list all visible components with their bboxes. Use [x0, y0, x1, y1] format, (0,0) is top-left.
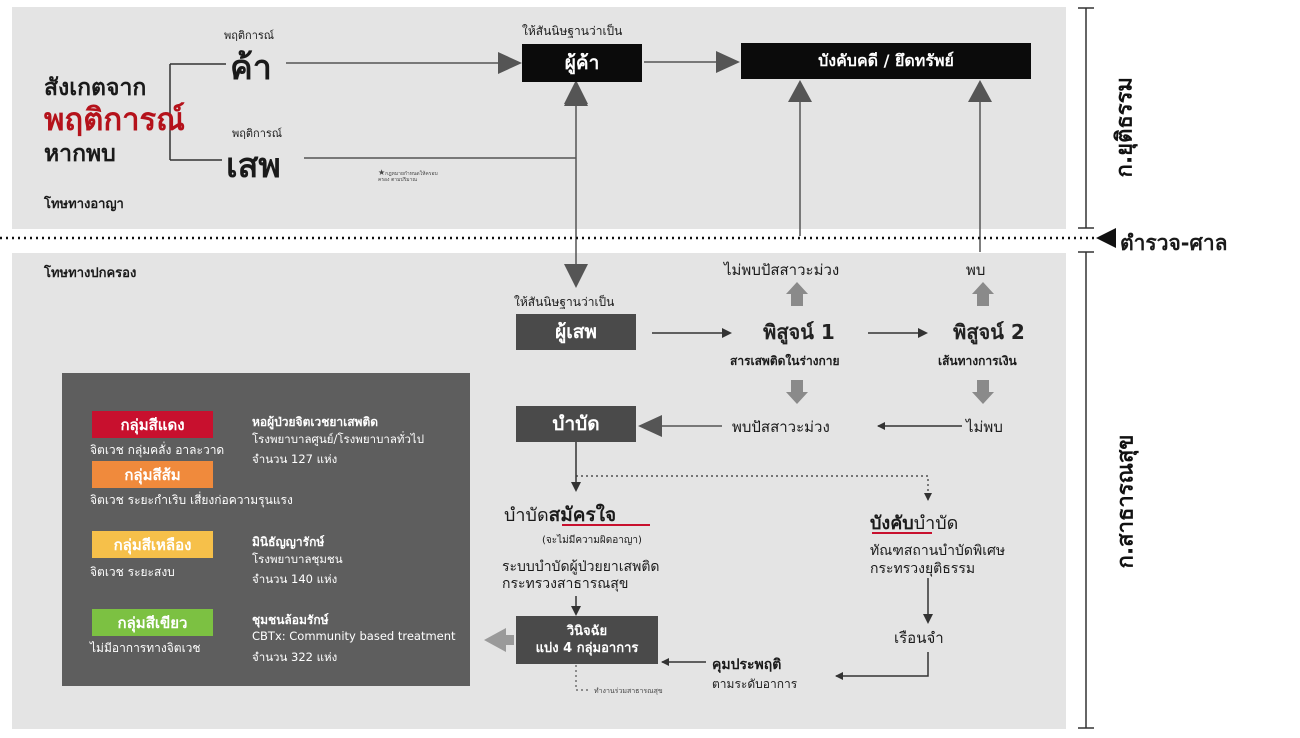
forced-post: บำบัด — [913, 513, 959, 534]
red-badge: กลุ่มสีแดง — [92, 411, 213, 438]
police-court-label: ตำรวจ-ศาล — [1120, 231, 1228, 255]
legend-panel: กลุ่มสีแดง จิตเวช กลุ่มคลั่ง อาละวาด หอผ… — [62, 373, 470, 686]
yellow-badge: กลุ่มสีเหลือง — [92, 531, 213, 558]
not-found-label: ไม่พบ — [966, 418, 1003, 436]
red-line2: จำนวน 127 แห่ง — [252, 452, 338, 466]
yellow-sub: จิตเวช ระยะสงบ — [90, 565, 175, 579]
forced-sys1: ทัณฑสถานบำบัดพิเศษ — [870, 543, 1006, 559]
voluntary-word: สมัครใจ — [548, 504, 617, 526]
diagnosis-box: วินิจฉัย แบ่ง 4 กลุ่มอาการ — [516, 616, 658, 664]
health-ministry-label: ก.สาธารณสุข — [1113, 434, 1139, 569]
red-line1: โรงพยาบาลศูนย์/โรงพยาบาลทั่วไป — [252, 432, 424, 446]
green-head: ชุมชนล้อมรักษ์ — [252, 613, 329, 627]
forced-word: บังคับ — [870, 513, 914, 534]
voluntary-title: บำบัดสมัครใจ — [504, 500, 616, 530]
observe-label: สังเกตจาก — [44, 75, 147, 101]
diagnosis-line1: วินิจฉัย — [566, 624, 608, 639]
proof2-sub: เส้นทางการเงิน — [938, 354, 1017, 368]
forced-sys2: กระทรวงยุติธรรม — [870, 561, 976, 577]
probation-sub: ตามระดับอาการ — [712, 677, 798, 691]
proof1-sub: สารเสพติดในร่างกาย — [730, 354, 840, 368]
voluntary-sys1: ระบบบำบัดผู้ป่วยยาเสพติด — [502, 559, 660, 575]
proof2-box: พิสูจน์ 2 — [932, 314, 1046, 350]
prison-label: เรือนจำ — [894, 629, 944, 647]
small-behavior-use: พฤติการณ์ — [232, 127, 283, 140]
diag-note: ทำงานร่วมสาธารณสุข — [594, 687, 663, 695]
enforce-box: บังคับคดี / ยึดทรัพย์ — [741, 43, 1031, 79]
trade-label: ค้า — [230, 48, 272, 88]
proof1-box: พิสูจน์ 1 — [742, 314, 856, 350]
green-badge: กลุ่มสีเขียว — [92, 609, 213, 636]
if-found-label: หากพบ — [44, 141, 116, 167]
criminal-label: โทษทางอาญา — [44, 197, 124, 212]
yellow-head: มินิธัญญารักษ์ — [252, 535, 325, 549]
orange-badge: กลุ่มสีส้ม — [92, 461, 213, 488]
presume-trade-label: ให้สันนิษฐานว่าเป็น — [522, 24, 623, 38]
red-head: หอผู้ป่วยจิตเวชยาเสพติด — [252, 415, 379, 429]
diagnosis-line2: แบ่ง 4 กลุ่มอาการ — [535, 641, 639, 656]
user-box: ผู้เสพ — [516, 314, 636, 350]
tiny-note: ★กฎหมายกำหนดให้ครอบครอง ตามปริมาณ — [378, 168, 438, 184]
green-line1: CBTx: Community based treatment — [252, 629, 456, 643]
admin-label: โทษทางปกครอง — [44, 266, 137, 281]
voluntary-sys2: กระทรวงสาธารณสุข — [502, 576, 629, 592]
found-purple-label: พบปัสสาวะม่วง — [732, 418, 830, 436]
voluntary-pre: บำบัด — [504, 505, 549, 526]
not-found-purple-label: ไม่พบปัสสาวะม่วง — [724, 261, 840, 279]
orange-sub: จิตเวช ระยะกำเริบ เสี่ยงก่อความรุนแรง — [90, 493, 293, 507]
voluntary-note: (จะไม่มีความผิดอาญา) — [542, 535, 642, 546]
forced-title: บังคับบำบัด — [870, 508, 958, 537]
green-sub: ไม่มีอาการทางจิตเวช — [90, 641, 201, 655]
treatment-box: บำบัด — [516, 406, 636, 442]
justice-ministry-label: ก.ยุติธรรม — [1112, 77, 1138, 178]
presume-use-label: ให้สันนิษฐานว่าเป็น — [514, 295, 615, 309]
yellow-line2: จำนวน 140 แห่ง — [252, 572, 338, 586]
tiny-note-text: กฎหมายกำหนดให้ครอบครอง ตามปริมาณ — [378, 171, 438, 183]
behavior-label: พฤติการณ์ — [44, 102, 185, 138]
probation-label: คุมประพฤติ — [712, 657, 782, 673]
red-sub: จิตเวช กลุ่มคลั่ง อาละวาด — [90, 443, 225, 457]
use-label: เสพ — [226, 146, 281, 186]
dealer-box: ผู้ค้า — [522, 44, 642, 82]
green-line2: จำนวน 322 แห่ง — [252, 650, 338, 664]
small-behavior-trade: พฤติการณ์ — [224, 29, 275, 42]
star-icon: ★ — [378, 168, 386, 177]
found-label: พบ — [966, 261, 986, 279]
yellow-line1: โรงพยาบาลชุมชน — [252, 552, 343, 566]
